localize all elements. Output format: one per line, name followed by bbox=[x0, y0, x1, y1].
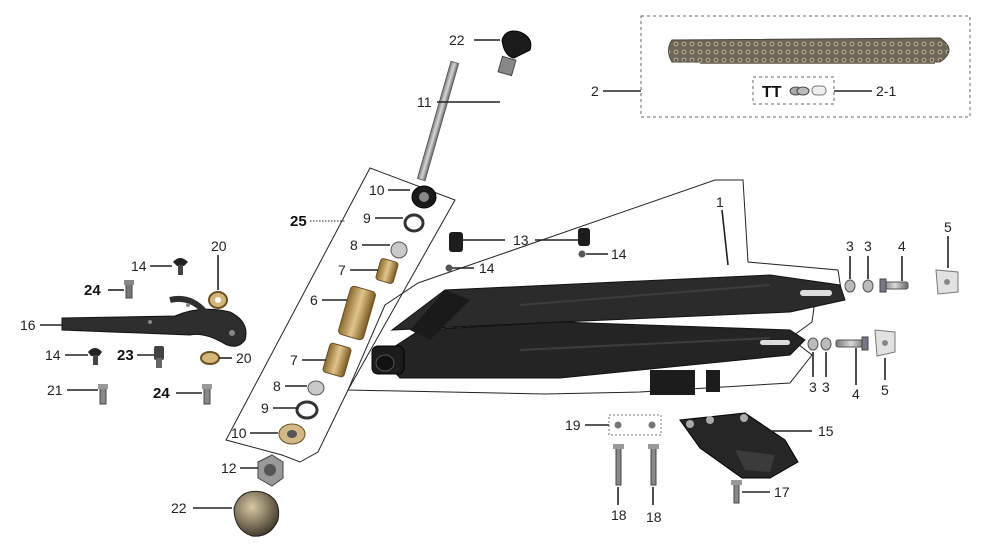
callout-labels: 22 11 2 2-1 1 25 10 9 8 7 6 7 8 9 10 12 … bbox=[20, 32, 952, 525]
pivot-cap-top bbox=[501, 30, 532, 59]
callout-8-bottom: 8 bbox=[273, 378, 281, 394]
callout-3-lower-b: 3 bbox=[822, 379, 830, 395]
callout-12: 12 bbox=[221, 460, 237, 476]
callout-19: 19 bbox=[565, 417, 581, 433]
callout-16: 16 bbox=[20, 317, 36, 333]
chain-kit-frame bbox=[640, 15, 971, 118]
callout-9-bottom: 9 bbox=[261, 400, 269, 416]
callout-6: 6 bbox=[310, 292, 318, 308]
chain-slider-clips bbox=[445, 228, 590, 272]
callout-25: 25 bbox=[290, 213, 307, 230]
callout-22-bottom: 22 bbox=[171, 500, 187, 516]
callout-18-left: 18 bbox=[611, 507, 627, 523]
leader-lines bbox=[40, 39, 949, 509]
callout-2: 2 bbox=[591, 83, 599, 99]
callout-13: 13 bbox=[513, 232, 529, 248]
axle-adjusters bbox=[807, 269, 959, 357]
callout-9-top: 9 bbox=[363, 210, 371, 226]
bushing-kit-outline bbox=[225, 167, 456, 463]
callout-1: 1 bbox=[716, 194, 724, 210]
pivot-bolt bbox=[416, 55, 517, 182]
swingarm-group-outline bbox=[347, 179, 843, 395]
swingarm bbox=[371, 274, 846, 395]
pivot-cap-bottom bbox=[233, 490, 280, 537]
callout-15: 15 bbox=[818, 423, 834, 439]
drive-chain-lower bbox=[700, 56, 935, 64]
chain-clip bbox=[811, 85, 827, 96]
callout-5-upper: 5 bbox=[944, 219, 952, 235]
callout-2-1: 2-1 bbox=[876, 83, 896, 99]
callout-8-top: 8 bbox=[350, 237, 358, 253]
chain-kit-group: TT bbox=[640, 15, 971, 118]
callout-3-upper-b: 3 bbox=[864, 238, 872, 254]
callout-10-bottom: 10 bbox=[231, 425, 247, 441]
callout-24-bottom: 24 bbox=[153, 385, 170, 402]
callout-10-top: 10 bbox=[369, 182, 385, 198]
callout-20-top: 20 bbox=[211, 238, 227, 254]
callout-4-lower: 4 bbox=[852, 386, 860, 402]
callout-18-right: 18 bbox=[646, 509, 662, 525]
callout-21: 21 bbox=[47, 382, 63, 398]
callout-14-slider-top: 14 bbox=[131, 258, 147, 274]
callout-24-top: 24 bbox=[84, 282, 101, 299]
callout-7-top: 7 bbox=[338, 262, 346, 278]
chain-joint-pins-text: TT bbox=[762, 84, 782, 101]
callout-7-bottom: 7 bbox=[290, 352, 298, 368]
callout-14-swingarm-left: 14 bbox=[479, 260, 495, 276]
callout-3-upper-a: 3 bbox=[846, 238, 854, 254]
callout-11: 11 bbox=[417, 94, 432, 110]
chain-side-plate bbox=[789, 86, 810, 96]
callout-14-swingarm-right: 14 bbox=[611, 246, 627, 262]
callout-17: 17 bbox=[774, 484, 790, 500]
callout-14-slider-bottom: 14 bbox=[45, 347, 61, 363]
callout-5-lower: 5 bbox=[881, 382, 889, 398]
chain-guide bbox=[608, 412, 799, 504]
callout-22-top: 22 bbox=[449, 32, 465, 48]
callout-23: 23 bbox=[117, 347, 134, 364]
bushing-stack bbox=[233, 185, 437, 537]
callout-3-lower-a: 3 bbox=[809, 379, 817, 395]
callout-4-upper: 4 bbox=[898, 238, 906, 254]
callout-20-bottom: 20 bbox=[236, 350, 252, 366]
